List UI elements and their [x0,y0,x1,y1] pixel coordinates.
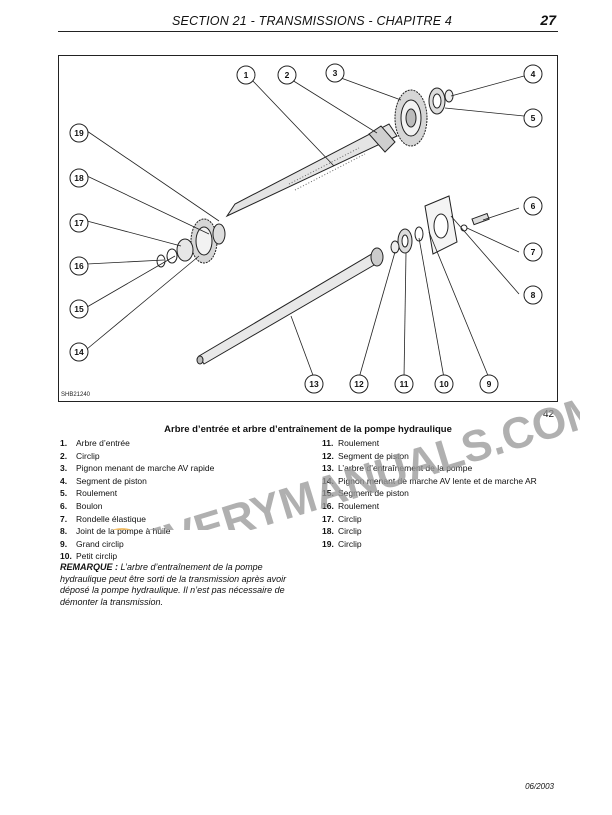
svg-text:1: 1 [244,70,249,80]
legend-item: 10.Petit circlip [60,551,118,562]
legend-item: 11.Roulement [322,438,380,448]
svg-text:4: 4 [531,69,536,79]
callout-8: 8 [523,285,543,305]
callout-19: 19 [69,123,89,143]
page-number: 27 [540,12,556,28]
callout-9: 9 [479,374,499,394]
legend-item: 17.Circlip [322,513,362,524]
legend-item: 2.Circlip [60,450,100,461]
exploded-view-drawing: 1 2 3 4 5 6 7 8 9 10 11 12 13 14 15 16 1… [69,63,543,394]
pump-seal [424,195,458,255]
legend-item: 8.Joint de la pompe à huile [60,526,171,537]
svg-text:6: 6 [531,201,536,211]
svg-text:2: 2 [285,70,290,80]
svg-text:13: 13 [309,379,319,389]
legend-left-column: 1.Arbre d’entrée 2.Circlip 3.Pignon mena… [60,437,300,563]
svg-text:16: 16 [74,261,84,271]
callout-4: 4 [523,64,543,84]
input-shaft [225,123,398,218]
callout-16: 16 [69,256,89,276]
svg-text:7: 7 [531,247,536,257]
svg-text:14: 14 [74,347,84,357]
svg-text:11: 11 [400,379,409,389]
svg-text:18: 18 [74,173,84,183]
callout-3: 3 [325,63,345,83]
callout-2: 2 [277,65,297,85]
pump-bearing [390,226,424,254]
legend-item: 13.L’arbre d’entraînement de la pompe [322,463,473,474]
legend-item: 4.Segment de piston [60,475,147,486]
svg-text:12: 12 [354,379,364,389]
callout-1: 1 [236,65,256,85]
legend-item: 18.Circlip [322,526,362,537]
legend-item: 6.Boulon [60,500,103,511]
bolt-and-washer [460,212,490,232]
page-header: SECTION 21 - TRANSMISSIONS - CHAPITRE 4 … [58,12,558,34]
callout-10: 10 [434,374,454,394]
callout-18: 18 [69,168,89,188]
callout-6: 6 [523,196,543,216]
remark-text: L’arbre d’entraînement de la pompe hydra… [60,562,287,607]
svg-text:19: 19 [74,128,84,138]
svg-text:9: 9 [487,379,492,389]
fast-forward-gear [394,89,428,147]
legend-item: 5.Roulement [60,488,118,499]
callout-11: 11 [394,374,414,394]
footer-date: 06/2003 [525,782,554,791]
remark-label: REMARQUE : [60,562,118,572]
svg-text:8: 8 [531,290,536,300]
legend-item: 14.Pignon menant de marche AV lente et d… [322,475,537,486]
callout-14: 14 [69,342,89,362]
callout-13: 13 [304,374,324,394]
legend-item: 1.Arbre d’entrée [60,438,130,448]
legend-item: 16.Roulement [322,500,380,511]
bearing-4-5 [428,87,454,115]
legend-item: 15.Segment de piston [322,488,409,499]
legend-item: 3.Pignon menant de marche AV rapide [60,463,215,474]
legend-item: 12.Segment de piston [322,450,409,461]
figure-number: 42 [543,409,555,420]
callout-17: 17 [69,213,89,233]
header-rule [58,31,558,32]
leader-lines [86,75,525,379]
legend-item: 7.Rondelle élastique [60,513,146,524]
svg-text:5: 5 [531,113,536,123]
figure-reference: SHB21240 [61,392,91,398]
pump-drive-shaft [196,247,384,365]
section-title: SECTION 21 - TRANSMISSIONS - CHAPITRE 4 [172,14,453,28]
legend-right-column: 11.Roulement 12.Segment de piston 13.L’a… [322,437,552,550]
callout-5: 5 [523,108,543,128]
svg-text:10: 10 [439,379,449,389]
svg-text:15: 15 [74,304,84,314]
callout-12: 12 [349,374,369,394]
svg-text:17: 17 [74,218,84,228]
remark-note: REMARQUE : L’arbre d’entraînement de la … [60,562,305,608]
svg-text:3: 3 [333,68,338,78]
callout-7: 7 [523,242,543,262]
exploded-view-figure: 1 2 3 4 5 6 7 8 9 10 11 12 13 14 15 16 1… [58,55,558,402]
callout-bubbles: 1 2 3 4 5 6 7 8 9 10 11 12 13 14 15 16 1… [69,63,543,394]
legend-item: 9.Grand circlip [60,538,124,549]
callout-15: 15 [69,299,89,319]
legend-item: 19.Circlip [322,538,362,549]
slow-forward-gear [156,218,226,268]
caption-title: Arbre d’entrée et arbre d’entraînement d… [164,424,452,435]
